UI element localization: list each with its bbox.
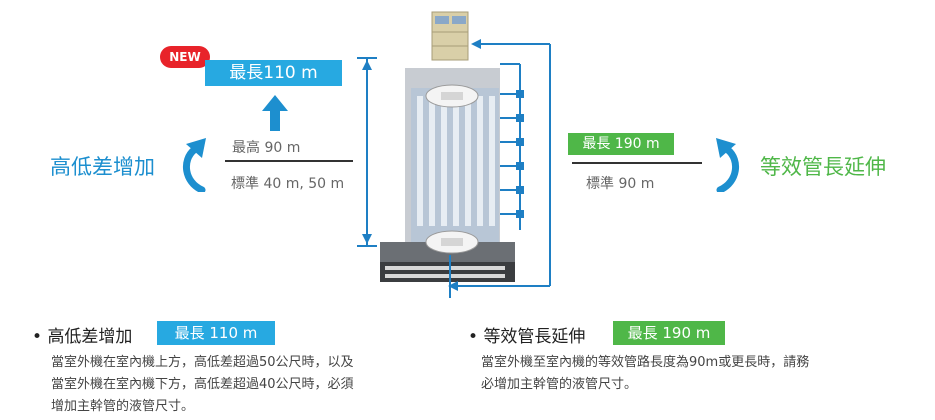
- curved-green-arrow-icon: [716, 138, 739, 192]
- bottom-left-heading: • 高低差增加: [32, 322, 132, 347]
- standard-label: 標準 40 m, 50 m: [231, 176, 345, 192]
- text-line: 當室外機在室內機下方，高低差超過40公尺時，必須: [51, 377, 354, 392]
- bottom-left-badge: 最長 110 m: [157, 321, 275, 345]
- up-arrow-icon: [262, 95, 288, 131]
- curved-up-arrow-icon: [183, 138, 206, 192]
- bottom-left-title: 高低差增加: [47, 327, 133, 347]
- bottom-right-title: 等效管長延伸: [483, 327, 586, 347]
- max-length-badge: 最長 190 m: [568, 133, 674, 155]
- bottom-right-badge: 最長 190 m: [613, 321, 725, 345]
- text-line: 當室外機至室內機的等效管路長度為90m或更長時，請務: [481, 355, 810, 370]
- bottom-left-text: 當室外機在室內機上方，高低差超過50公尺時，以及 當室外機在室內機下方，高低差超…: [51, 352, 431, 418]
- height-diff-title: 高低差增加: [50, 155, 155, 179]
- building-diagram: [357, 11, 551, 298]
- text-line: 增加主幹管的液管尺寸。: [51, 399, 195, 414]
- bottom-right-heading: • 等效管長延伸: [468, 322, 585, 347]
- highest-label: 最高 90 m: [232, 140, 301, 156]
- equivalent-length-title: 等效管長延伸: [760, 155, 886, 179]
- new-badge: NEW: [160, 46, 210, 68]
- max-height-badge: 最長110 m: [205, 60, 342, 86]
- text-line: 當室外機在室內機上方，高低差超過50公尺時，以及: [51, 355, 354, 370]
- left-divider: [225, 160, 353, 162]
- bullet: •: [32, 327, 43, 347]
- right-standard-label: 標準 90 m: [586, 176, 655, 192]
- bottom-right-text: 當室外機至室內機的等效管路長度為90m或更長時，請務 必增加主幹管的液管尺寸。: [481, 352, 921, 396]
- text-line: 必增加主幹管的液管尺寸。: [481, 377, 638, 392]
- bullet: •: [468, 327, 479, 347]
- right-divider: [572, 162, 702, 164]
